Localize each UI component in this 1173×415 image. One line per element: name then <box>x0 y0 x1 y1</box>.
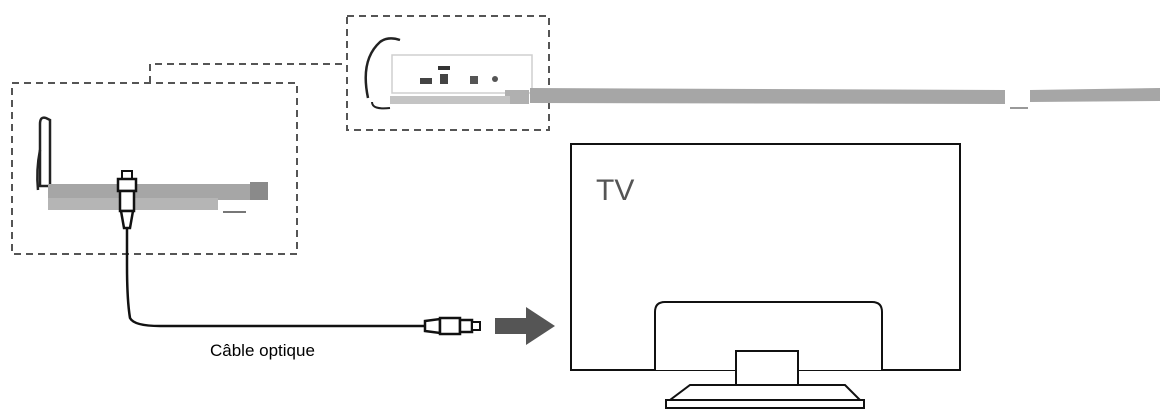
optical-plug-soundbar <box>116 170 138 230</box>
soundbar-rear-panel <box>48 184 266 200</box>
direction-arrow-icon <box>495 307 555 345</box>
soundbar-overview-callout <box>346 15 550 131</box>
optical-plug-tv <box>423 316 481 336</box>
soundbar-body <box>530 88 1160 109</box>
tv-stand <box>654 301 883 409</box>
tv: TV <box>570 143 961 409</box>
soundbar-zoom-callout <box>11 82 298 255</box>
cable-label: Câble optique <box>210 341 315 360</box>
tv-label: TV <box>596 174 634 207</box>
callout-connector <box>149 63 347 83</box>
optical-cable <box>125 228 481 336</box>
